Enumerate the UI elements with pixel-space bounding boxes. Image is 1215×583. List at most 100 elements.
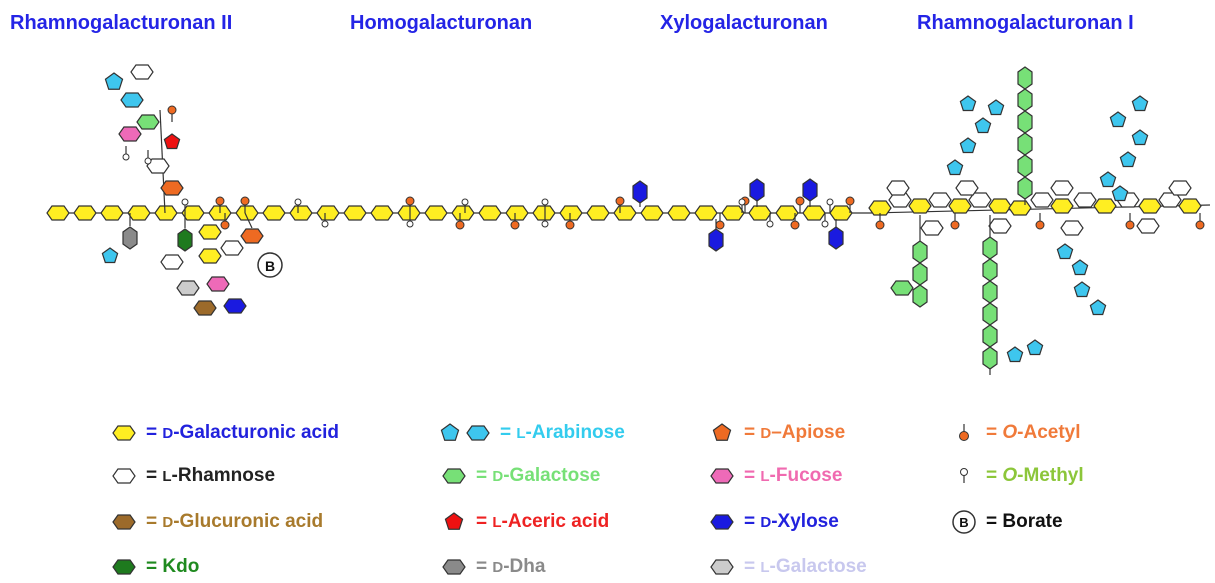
galacturonic-acid-icon — [1093, 198, 1117, 214]
galacturonic-acid-icon — [73, 205, 97, 221]
arabinose-icon — [1131, 95, 1149, 112]
rhamnose-icon — [1060, 220, 1084, 236]
arabinose-icon — [1131, 129, 1149, 146]
legend-item: = L-Rhamnose — [110, 463, 275, 489]
arabinose-icon — [1056, 243, 1074, 260]
arabinose-icon-shape — [466, 425, 490, 441]
galacturonic-acid-icon — [1050, 198, 1074, 214]
legend-label: = D-Galacturonic acid — [146, 422, 339, 444]
xylose-icon — [749, 178, 765, 202]
fucose-icon — [710, 468, 734, 484]
galacturonic-acid-icon — [988, 198, 1012, 214]
acetyl-icon — [565, 220, 575, 230]
legend-label: = D–Apiose — [744, 422, 845, 444]
acetyl-icon — [715, 220, 725, 230]
galacturonic-acid-icon — [262, 205, 286, 221]
legend-label: = L-Galactose — [744, 556, 867, 578]
legend-name: -Glucuronic acid — [173, 511, 324, 532]
galacturonic-acid-icon — [1138, 198, 1162, 214]
arabinose-icon — [120, 92, 144, 108]
galacturonic-acid-icon — [505, 205, 529, 221]
arabinose-icon — [959, 95, 977, 112]
galacturonic-acid-icon — [198, 248, 222, 264]
acetyl-icon-shape — [959, 431, 969, 441]
legend-name: -Aceric acid — [501, 511, 610, 532]
arabinose-icon — [1119, 151, 1137, 168]
legend-name: -Methyl — [1017, 465, 1084, 486]
arabinose-icon — [1026, 339, 1044, 356]
galactose-icon — [1017, 88, 1033, 112]
arabinose-icon — [101, 247, 119, 264]
legend-label: = D-Dha — [476, 556, 545, 578]
kdo-icon — [112, 559, 136, 575]
glycosidic-bond — [244, 212, 253, 229]
galacturonic-acid-icon — [559, 205, 583, 221]
legend-item: = L-Fucose — [708, 463, 842, 489]
legend-label: = D-Glucuronic acid — [146, 511, 323, 533]
methyl-icon — [181, 198, 189, 206]
galacturonic-acid-icon — [1008, 200, 1032, 216]
arabinose-icon — [946, 159, 964, 176]
legend-prefix: D — [492, 468, 504, 485]
galacturonic-acid-icon — [46, 205, 70, 221]
glucuronic-acid-icon — [193, 300, 217, 316]
legend-equals: = — [744, 511, 761, 532]
galacturonic-acid-icon — [694, 205, 718, 221]
galacturonic-acid-icon — [829, 205, 853, 221]
galacturonic-acid-icon — [802, 205, 826, 221]
galacturonic-acid-icon — [748, 205, 772, 221]
legend-label: = L-Aceric acid — [476, 511, 609, 533]
legend-prefix: D — [760, 514, 772, 531]
legend-item: = Kdo — [110, 554, 199, 580]
legend-prefix: D — [760, 425, 772, 442]
galacturonic-acid-icon — [370, 205, 394, 221]
fucose-icon — [118, 126, 142, 142]
galacturonic-acid-icon — [316, 205, 340, 221]
legend-label: = O-Acetyl — [986, 422, 1081, 444]
galacturonic-acid-icon — [198, 224, 222, 240]
galacturonic-acid-icon — [478, 205, 502, 221]
rhamnose-icon — [1073, 192, 1097, 208]
rhamnose-icon — [928, 192, 952, 208]
rhamnose-icon — [1136, 218, 1160, 234]
legend-label: = D-Xylose — [744, 511, 839, 533]
arabinose-icon — [1006, 346, 1024, 363]
acetyl-icon — [615, 196, 625, 206]
galacturonic-acid-icon — [667, 205, 691, 221]
galactose-icon — [136, 114, 160, 130]
legend-prefix: D — [162, 425, 174, 442]
galacturonic-acid-icon — [112, 425, 136, 441]
arabinose-icon — [1071, 259, 1089, 276]
rhamnose-icon — [1050, 180, 1074, 196]
xylose-icon — [632, 180, 648, 204]
legend-name: -Rhamnose — [171, 465, 276, 486]
methyl-icon — [541, 198, 549, 206]
galacturonic-acid-icon — [721, 205, 745, 221]
galacturonic-acid-icon — [908, 198, 932, 214]
rhamnose-icon — [112, 468, 136, 484]
legend-name: -Galactose — [769, 556, 867, 577]
legend-prefix: L — [492, 514, 502, 531]
galacturonic-acid-icon — [1178, 198, 1202, 214]
arabinose-icon — [1099, 171, 1117, 188]
legend-equals: = — [986, 465, 1003, 486]
galactose-icon — [912, 240, 928, 264]
fucose-icon — [206, 276, 230, 292]
galactose-icon-shape — [442, 468, 466, 484]
legend-name: Borate — [1002, 511, 1063, 532]
l-galactose-icon — [176, 280, 200, 296]
rhamnose-icon — [130, 64, 154, 80]
acetyl-icon — [220, 220, 230, 230]
legend-label: = D-Galactose — [476, 465, 600, 487]
legend-equals: = — [476, 511, 493, 532]
legend-name: -Dha — [503, 556, 546, 577]
legend-equals: = — [986, 511, 1003, 532]
methyl-icon — [406, 220, 414, 228]
methyl-icon-shape — [960, 468, 968, 476]
legend-prefix: O — [1002, 422, 1018, 443]
xylose-icon — [710, 514, 734, 530]
acetyl-icon — [167, 105, 177, 115]
galactose-icon — [982, 324, 998, 348]
xylose-icon — [708, 228, 724, 252]
legend-label: = O-Methyl — [986, 465, 1084, 487]
